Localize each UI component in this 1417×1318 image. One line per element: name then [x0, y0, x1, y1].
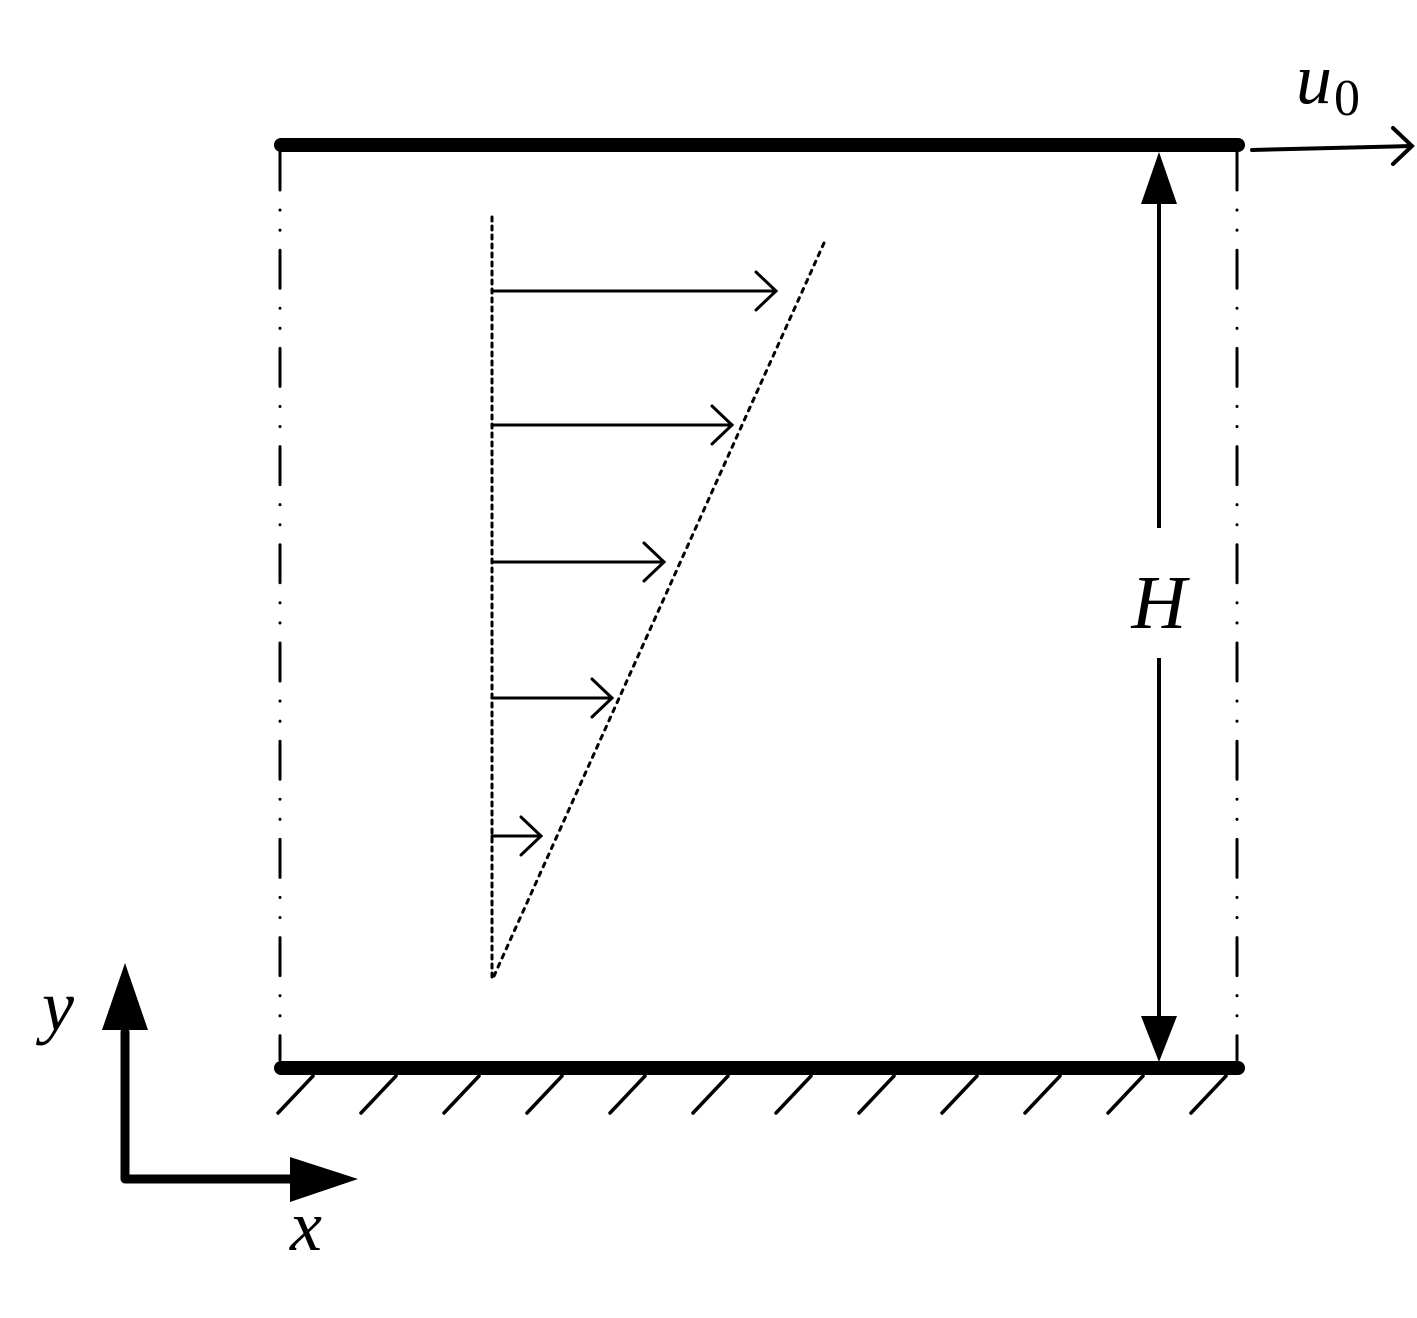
- velocity-arrow-2: [490, 404, 735, 446]
- top-velocity-label: u0: [1296, 39, 1360, 127]
- profile-envelope: [492, 241, 826, 978]
- top-velocity-subscript: 0: [1334, 70, 1360, 127]
- velocity-arrow-1: [490, 270, 779, 312]
- x-axis-arrowhead: [290, 1157, 358, 1202]
- velocity-arrow-4: [490, 677, 615, 719]
- y-axis-label: y: [35, 966, 74, 1046]
- coordinate-axes: [102, 963, 358, 1202]
- x-axis-label: x: [289, 1186, 322, 1266]
- velocity-arrows: [490, 270, 779, 857]
- height-dimension: [1141, 152, 1177, 1062]
- velocity-arrow-3: [490, 541, 667, 583]
- dimension-arrowhead-up: [1141, 152, 1177, 204]
- velocity-arrow-5: [490, 815, 544, 857]
- dimension-arrowhead-down: [1141, 1016, 1177, 1062]
- top-velocity-symbol: u: [1296, 39, 1332, 119]
- axes-lines: [120, 1027, 305, 1184]
- y-axis-arrowhead: [102, 963, 148, 1030]
- height-label: H: [1131, 561, 1191, 645]
- top-velocity-arrow: [1250, 126, 1415, 166]
- ground-hatching: [276, 1074, 1228, 1115]
